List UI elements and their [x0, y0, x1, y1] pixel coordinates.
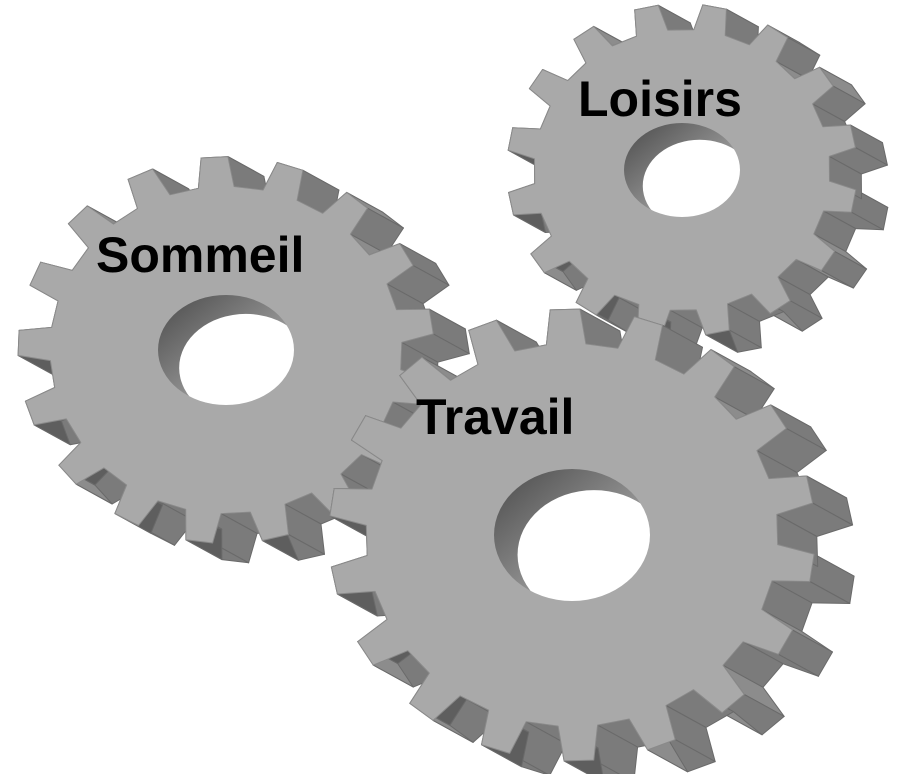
- gear-label-loisirs: Loisirs: [578, 71, 742, 127]
- gear-travail: [330, 309, 854, 774]
- gear-loisirs: [508, 5, 888, 353]
- gear-label-travail: Travail: [416, 389, 574, 445]
- gear-label-sommeil: Sommeil: [96, 227, 304, 283]
